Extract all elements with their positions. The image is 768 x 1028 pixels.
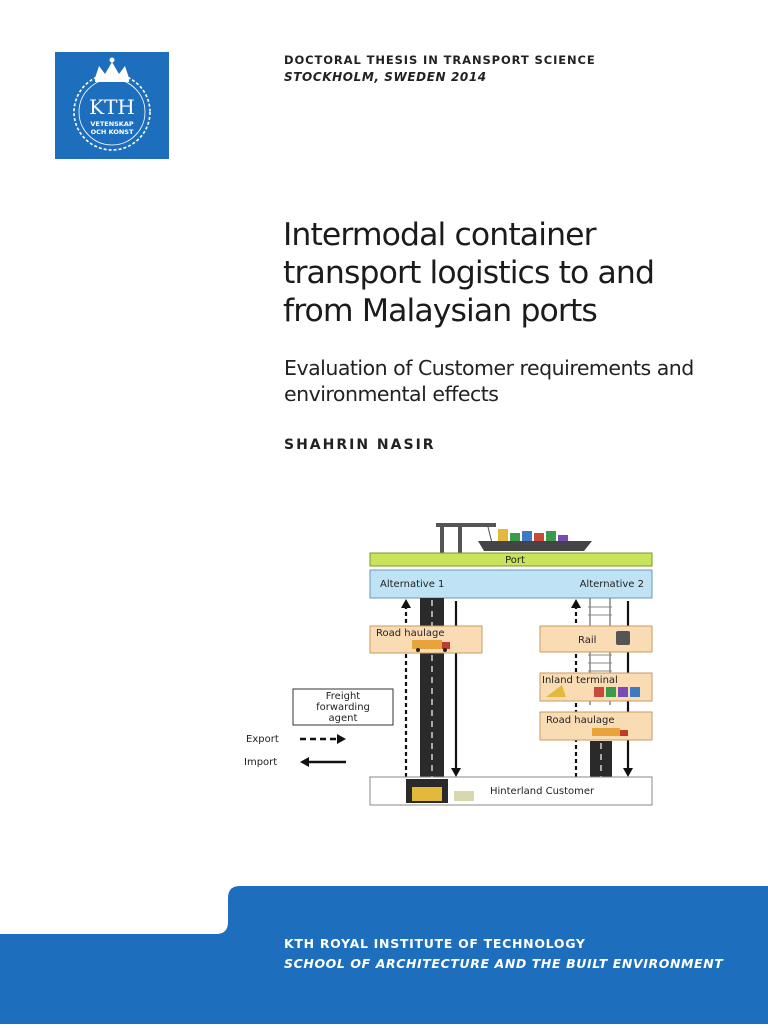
train-icon — [616, 631, 630, 645]
port-label: Port — [505, 555, 525, 566]
forklift-icon — [454, 791, 474, 801]
logo-text: KTH — [89, 95, 135, 119]
freight-label-2: forwarding — [316, 702, 370, 713]
subtitle-line-1: Evaluation of Customer requirements and — [284, 356, 694, 380]
title-line-2: transport logistics to and — [283, 255, 655, 291]
footer-band — [0, 884, 768, 1024]
transport-diagram: Port Alternative 1 Alternative 2 — [240, 515, 660, 810]
truck-icon — [412, 640, 450, 652]
thesis-subtitle: Evaluation of Customer requirements and … — [284, 355, 744, 407]
logo-motto-1: VETENSKAP — [90, 120, 134, 128]
thesis-series: DOCTORAL THESIS IN TRANSPORT SCIENCE STO… — [284, 53, 596, 84]
alternative-1-label: Alternative 1 — [380, 579, 444, 590]
thesis-title: Intermodal container transport logistics… — [283, 216, 743, 330]
export-legend-label: Export — [246, 734, 279, 745]
place-year: STOCKHOLM, SWEDEN 2014 — [284, 70, 487, 84]
title-line-3: from Malaysian ports — [283, 293, 598, 329]
port-crane-icon — [436, 523, 496, 553]
author-name: SHAHRIN NASIR — [284, 437, 436, 453]
institute-name: KTH ROYAL INSTITUTE OF TECHNOLOGY — [284, 936, 586, 951]
series-label: DOCTORAL THESIS IN TRANSPORT SCIENCE — [284, 53, 596, 67]
terminal-containers-icon — [546, 685, 640, 697]
rail-label: Rail — [578, 635, 596, 646]
road-haulage-1-label: Road haulage — [376, 628, 444, 639]
alternative-2-label: Alternative 2 — [580, 579, 644, 590]
container-ship-icon — [478, 529, 592, 551]
kth-logo: KTH VETENSKAP OCH KONST — [55, 52, 169, 159]
inland-terminal-label: Inland terminal — [542, 675, 618, 686]
title-line-1: Intermodal container — [283, 217, 597, 253]
truck-icon-2 — [592, 728, 628, 736]
freight-label-3: agent — [329, 713, 358, 724]
freight-label-1: Freight — [326, 691, 361, 702]
footer-text: KTH ROYAL INSTITUTE OF TECHNOLOGY SCHOOL… — [284, 936, 723, 971]
school-name: SCHOOL OF ARCHITECTURE AND THE BUILT ENV… — [284, 956, 724, 971]
subtitle-line-2: environmental effects — [284, 382, 499, 406]
import-legend-label: Import — [244, 757, 277, 768]
logo-motto-2: OCH KONST — [91, 128, 134, 136]
road-haulage-2-label: Road haulage — [546, 715, 614, 726]
hinterland-label: Hinterland Customer — [490, 786, 595, 797]
